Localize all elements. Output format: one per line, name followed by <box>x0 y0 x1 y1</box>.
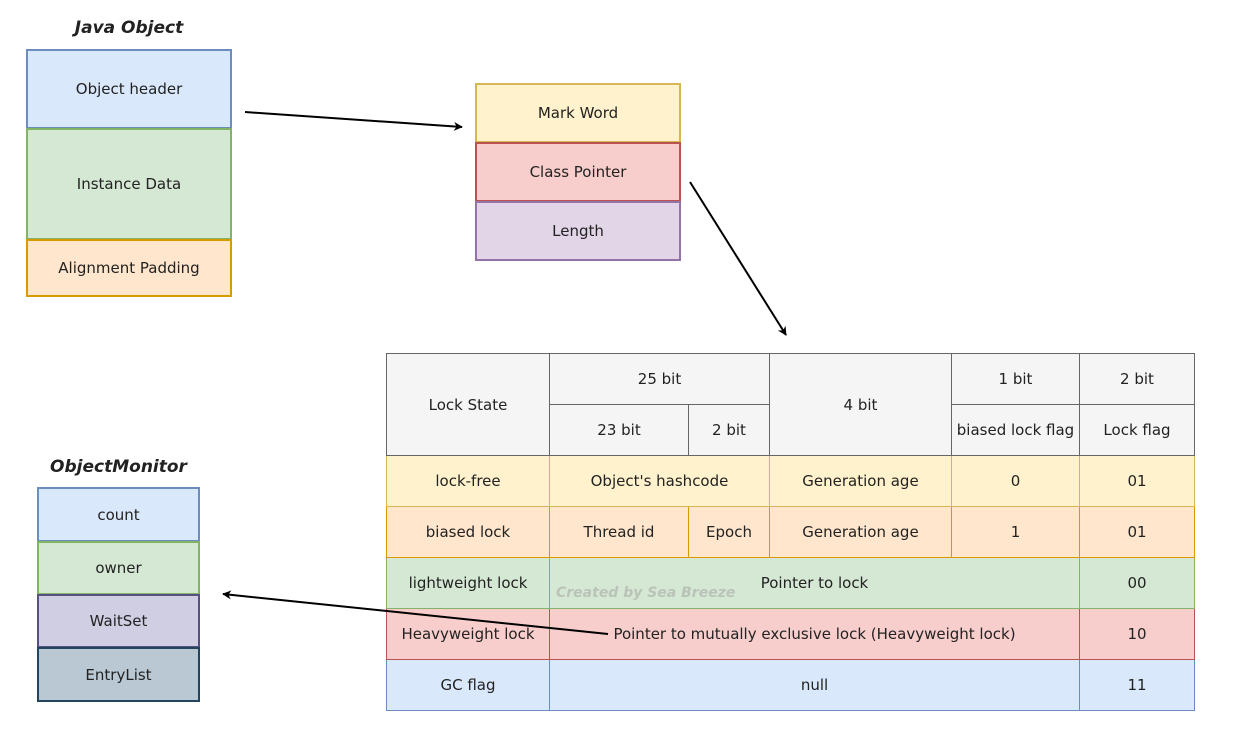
row-lightweight-lock: lightweight lock Pointer to lock 00 <box>386 557 1195 609</box>
row-biased-lock: biased lock Thread id Epoch Generation a… <box>386 506 1195 558</box>
class-pointer-box: Class Pointer <box>475 142 681 202</box>
cell-state: GC flag <box>386 659 550 711</box>
row-gc-flag: GC flag null 11 <box>386 659 1195 711</box>
header-25-bit: 25 bit <box>549 353 770 405</box>
cell-state: Heavyweight lock <box>386 608 550 660</box>
cell-flag: 10 <box>1079 608 1195 660</box>
header-lock-flag: Lock flag <box>1079 404 1195 456</box>
cell-pointer: Pointer to mutually exclusive lock (Heav… <box>549 608 1080 660</box>
cell-biased: 1 <box>951 506 1080 558</box>
object-monitor-title: ObjectMonitor <box>50 457 187 477</box>
header-biased-lock-flag: biased lock flag <box>951 404 1080 456</box>
cell-flag: 11 <box>1079 659 1195 711</box>
cell-flag: 00 <box>1079 557 1195 609</box>
instance-data-box: Instance Data <box>26 128 232 240</box>
cell-state: biased lock <box>386 506 550 558</box>
header-2-bit-epoch: 2 bit <box>688 404 770 456</box>
cell-epoch: Epoch <box>688 506 770 558</box>
cell-age: Generation age <box>769 455 952 507</box>
count-box: count <box>37 487 200 542</box>
mark-word-table: Lock State 25 bit 4 bit 1 bit 2 bit 23 b… <box>386 353 1195 711</box>
header-lock-state: Lock State <box>386 353 550 456</box>
cell-flag: 01 <box>1079 455 1195 507</box>
length-box: Length <box>475 201 681 261</box>
cell-state: lightweight lock <box>386 557 550 609</box>
header-1-bit: 1 bit <box>951 353 1080 405</box>
row-heavyweight-lock: Heavyweight lock Pointer to mutually exc… <box>386 608 1195 660</box>
entrylist-box: EntryList <box>37 647 200 702</box>
watermark: Created by Sea Breeze <box>556 585 736 601</box>
cell-thread-id: Thread id <box>549 506 689 558</box>
owner-box: owner <box>37 541 200 595</box>
alignment-padding-box: Alignment Padding <box>26 239 232 297</box>
cell-age: Generation age <box>769 506 952 558</box>
arrow-heavyweight-to-monitor <box>222 590 609 635</box>
arrow-header-to-markword <box>244 111 463 131</box>
cell-biased: 0 <box>951 455 1080 507</box>
cell-flag: 01 <box>1079 506 1195 558</box>
header-4-bit: 4 bit <box>769 353 952 456</box>
row-lock-free: lock-free Object's hashcode Generation a… <box>386 455 1195 507</box>
cell-null: null <box>549 659 1080 711</box>
header-23-bit: 23 bit <box>549 404 689 456</box>
arrow-classpointer-to-table <box>689 181 787 336</box>
mark-word-box: Mark Word <box>475 83 681 143</box>
waitset-box: WaitSet <box>37 594 200 648</box>
cell-state: lock-free <box>386 455 550 507</box>
java-object-title: Java Object <box>74 18 184 38</box>
cell-hashcode: Object's hashcode <box>549 455 770 507</box>
